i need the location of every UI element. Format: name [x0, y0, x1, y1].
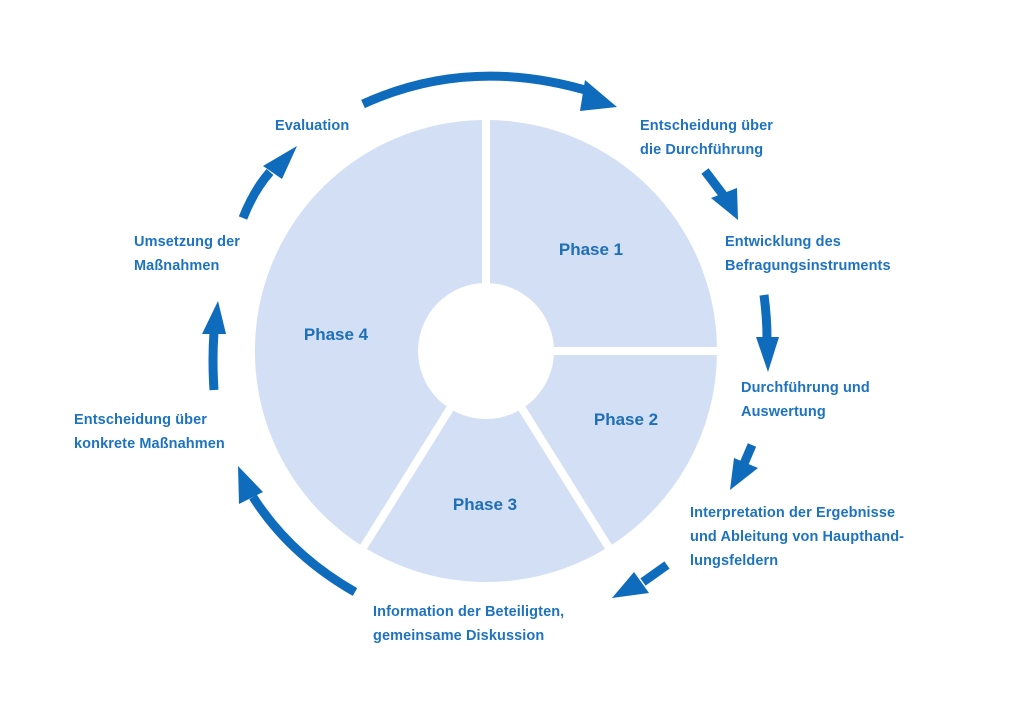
- phase-2-slice: [486, 348, 717, 545]
- step-line: Durchführung und: [741, 380, 870, 396]
- phase-slices: [254, 120, 717, 583]
- step-information: Information der Beteiligten, gemeinsame …: [373, 600, 564, 648]
- arrow-implementation-to-evaluation-icon: [238, 146, 297, 220]
- step-line: Befragungsinstruments: [725, 258, 891, 274]
- step-line: Maßnahmen: [134, 258, 220, 274]
- arrow-evaluation-to-decision-icon: [361, 71, 617, 111]
- arrow-execution-to-interpretation-icon: [730, 443, 758, 490]
- step-line: Entscheidung über: [74, 412, 208, 428]
- step-line: Information der Beteiligten,: [373, 604, 565, 620]
- phase-3-slice: [366, 353, 606, 583]
- step-line: Auswertung: [741, 404, 826, 420]
- step-interpretation: Interpretation der Ergebnisse und Ableit…: [690, 501, 904, 573]
- phase-4-label: Phase 4: [304, 325, 369, 344]
- step-decision-execution: Entscheidung über die Durchführung: [640, 114, 773, 162]
- arrow-measures-to-implementation-icon: [202, 301, 226, 391]
- phase-4-slice: [254, 120, 483, 545]
- arrow-decision-to-development-icon: [701, 168, 738, 220]
- step-decision-measures: Entscheidung über konkrete Maßnahmen: [74, 408, 225, 456]
- step-line: Evaluation: [275, 118, 350, 134]
- arrow-development-to-execution-icon: [756, 294, 779, 372]
- step-instrument-development: Entwicklung des Befragungsinstruments: [725, 230, 891, 278]
- step-evaluation: Evaluation: [275, 114, 349, 138]
- arrow-interpretation-to-information-icon: [612, 561, 670, 598]
- step-line: die Durchführung: [640, 142, 764, 158]
- step-line: gemeinsame Diskussion: [373, 628, 545, 644]
- flow-arrows: [202, 71, 779, 598]
- center-hole: [418, 283, 554, 419]
- step-implementation: Umsetzung der Maßnahmen: [134, 230, 240, 278]
- step-execution-analysis: Durchführung und Auswertung: [741, 376, 870, 424]
- step-line: konkrete Maßnahmen: [74, 436, 225, 452]
- phase-1-slice: [486, 120, 717, 351]
- phase-1-label: Phase 1: [559, 240, 623, 259]
- step-line: lungsfeldern: [690, 553, 779, 569]
- phase-2-label: Phase 2: [594, 410, 658, 429]
- step-line: und Ableitung von Haupthand-: [690, 529, 905, 545]
- arrow-information-to-measures-icon: [238, 466, 358, 596]
- phase-3-label: Phase 3: [453, 495, 517, 514]
- step-line: Entscheidung über: [640, 118, 774, 134]
- step-line: Entwicklung des: [725, 234, 841, 250]
- step-line: Umsetzung der: [134, 234, 241, 250]
- step-line: Interpretation der Ergebnisse: [690, 505, 896, 521]
